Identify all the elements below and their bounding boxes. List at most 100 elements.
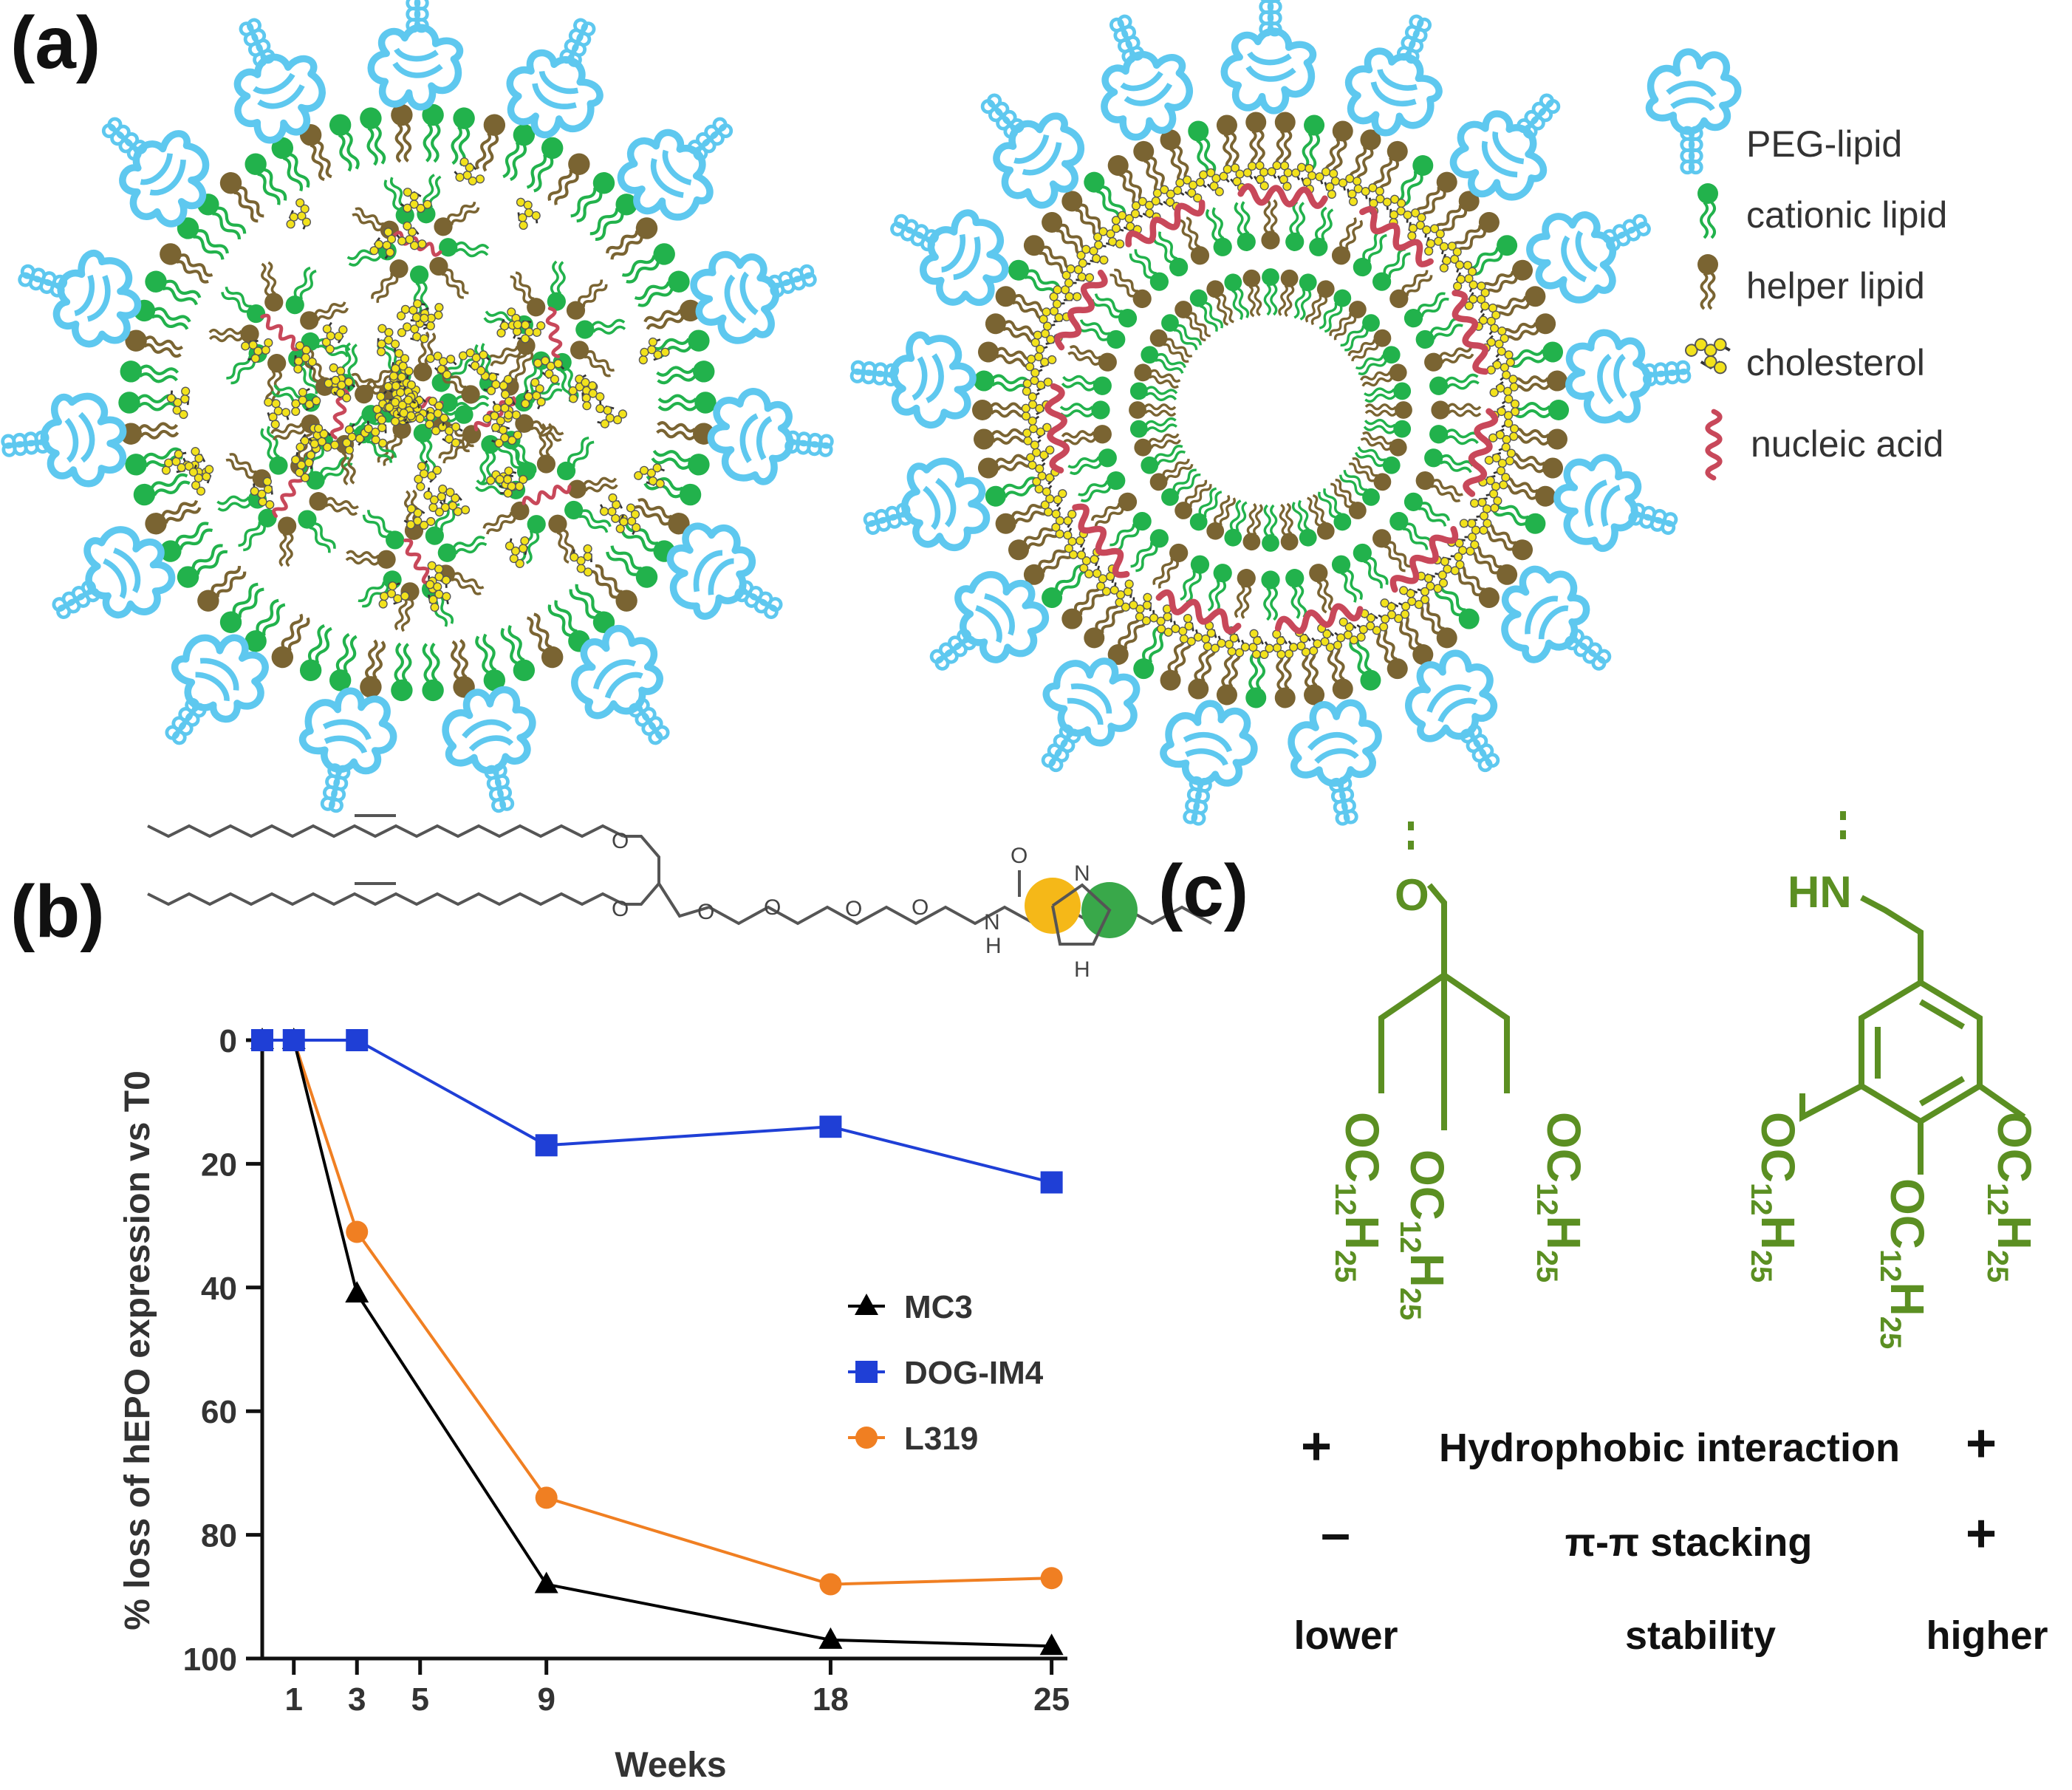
y-tick-label: 80 [201,1518,237,1554]
panel-a-label: (a) [10,1,100,84]
outer-leaflet-lipid [1271,651,1298,711]
inner-leaflet-lipid [1282,199,1311,254]
inner-leaflet-lipid [1259,199,1282,251]
series-point-l319 [1040,1567,1063,1590]
outer-leaflet-lipid [1498,309,1560,349]
bilayer-cholesterol [1020,340,1061,382]
cholesterol-icon [1684,337,1731,375]
chart-series [250,1028,1064,1656]
series-point-dog-im4 [346,1029,369,1051]
chain-formula-part: 12 [1329,1183,1361,1216]
chain-formula-part: H [1401,1254,1454,1288]
bilayer-peg-lipid [1152,697,1261,832]
row2-label: π-π stacking [1565,1520,1813,1565]
chain-lower [147,892,624,906]
x-tick-label: 25 [1033,1681,1070,1718]
row1-label: Hydrophobic interaction [1439,1426,1900,1470]
x-tick-label: 9 [537,1681,555,1718]
imidazole-ring [1051,883,1112,946]
legend-label: DOG-IM4 [904,1355,1044,1391]
bilayer-peg-lipid [1565,325,1693,425]
legend-marker [855,1294,878,1315]
bilayer-cholesterol [1310,162,1352,203]
x-tick-label: 3 [348,1681,366,1718]
row3-left: lower [1293,1613,1398,1658]
panel-c-label: (c) [1158,850,1248,932]
chain-formula-part: 12 [1874,1249,1907,1282]
atom-h-ring: H [1074,957,1090,982]
series-point-mc3 [1039,1633,1064,1656]
series-point-dog-im4 [282,1029,305,1051]
cationic-lipid-icon [1696,182,1720,239]
chain-formula-left: OC12H25 [1329,1112,1389,1282]
outer-leaflet-lipid [1505,338,1567,373]
outer-leaflet-lipid [1184,117,1221,179]
bilayer-peg-lipid [1013,642,1152,791]
chain-formula-part: OC [1881,1178,1934,1249]
outer-leaflet-lipid [1505,447,1567,482]
chain-formula-part: H [1751,1216,1805,1250]
chain-formula-left: OC12H25 [1531,1112,1590,1282]
outer-leaflet-lipid [1213,112,1245,172]
bilayer-peg-lipid [1438,68,1585,217]
chain-formula-part: 12 [1981,1183,2014,1216]
right-aromatic-inner [1875,999,1966,1107]
outer-leaflet-lipid [1213,648,1245,708]
innermost-lipid [1260,267,1281,316]
atom-o-4: O [764,895,781,920]
lnp-solid-core [0,0,836,820]
chain-formula-part: 12 [1394,1220,1426,1254]
bilayer-cholesterol [1376,597,1411,624]
chain-formula-part: OC [1401,1150,1454,1220]
inner-leaflet-lipid [1429,399,1482,421]
atom-n-amide: N [984,910,1000,935]
outer-leaflet-lipid [1510,368,1570,397]
legend-label: MC3 [904,1289,973,1325]
bilayer-peg-lipid [848,329,977,428]
outer-leaflet-lipid [974,338,1036,373]
atom-o-1: O [612,829,629,853]
row3-right: higher [1926,1613,2048,1658]
outer-leaflet-lipid [1296,648,1328,708]
chain-formula-part: OC [1336,1112,1389,1183]
series-point-mc3 [345,1281,369,1303]
alkoxy-chains: OC12H25OC12H25OC12H25OC12H25OC12H25OC12H… [1329,1112,2041,1349]
y-tick-label: 0 [219,1023,237,1059]
dog-im4-structure: O O O O O O O N N H H [147,814,1212,982]
right-skeleton [1799,895,2026,1175]
y-tick-label: 60 [201,1394,237,1430]
inner-leaflet-lipid [1230,566,1259,621]
y-axis-label: % loss of hEPO expression vs T0 [118,1070,157,1630]
bilayer-peg-lipid [1392,640,1531,789]
legend-marker [855,1427,878,1449]
atom-n-ring: N [1074,861,1090,886]
structure-right [1799,811,2026,1175]
series-point-l319 [346,1220,369,1243]
right-top-atom: HN [1788,867,1852,917]
chain-formula-part: 12 [1531,1183,1563,1216]
core-peg-lipid [371,0,459,107]
legend-label-cationic: cationic lipid [1746,194,1947,236]
inner-leaflet-lipid [1124,524,1174,576]
bilayer-peg-lipid [1284,696,1393,831]
atom-o-7-carbonyl: O [1011,844,1028,868]
bilayer-peg-lipid [855,451,995,570]
row3-label: stability [1625,1613,1776,1658]
x-tick-label: 1 [285,1681,303,1718]
inner-leaflet-lipid [1282,566,1311,621]
outer-leaflet-lipid [1271,109,1298,169]
panel-b-label: (b) [10,870,105,953]
series-line-dog-im4 [262,1039,1053,1184]
bilayer-cholesterol [1146,600,1185,641]
inner-leaflet-lipid [1426,369,1481,398]
outer-leaflet-lipid [971,423,1031,452]
outer-leaflet-lipid [971,368,1031,397]
chain-formula-right: OC12H25 [1874,1178,1934,1349]
lnp-bilayer [848,0,1693,832]
chain-formula-part: OC [1751,1112,1805,1183]
inner-leaflet-lipid [1060,369,1115,398]
outer-leaflet-lipid [1513,398,1570,422]
bilayer-cholesterol [1463,281,1491,314]
